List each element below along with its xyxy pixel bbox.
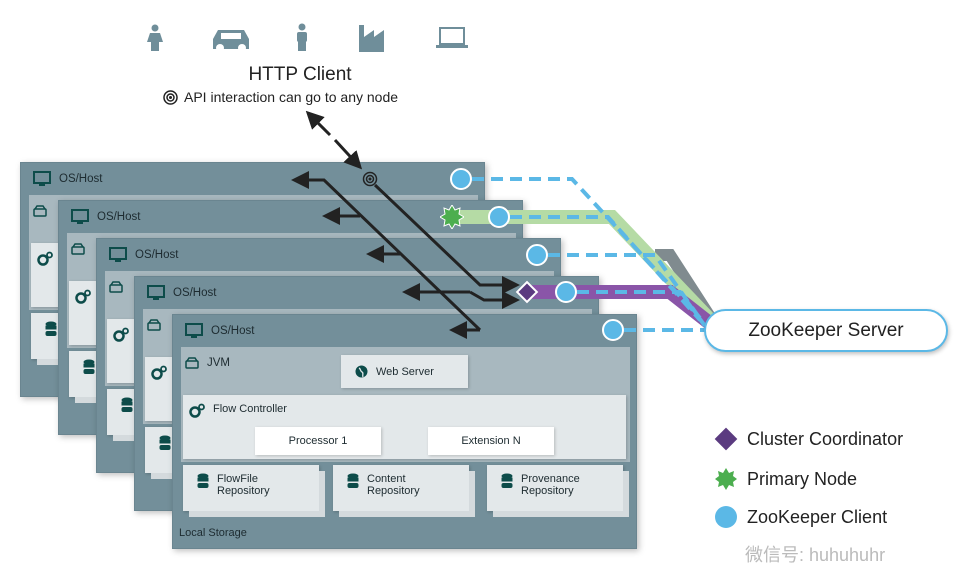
diamond-icon <box>714 427 738 451</box>
zookeeper-client-marker <box>488 206 510 228</box>
zk-link-1 <box>472 177 702 320</box>
zookeeper-server: ZooKeeper Server <box>704 309 948 352</box>
monitor-icon <box>147 285 165 300</box>
zk-link-2 <box>510 215 702 322</box>
host-header: OS/Host <box>71 209 140 225</box>
woman-icon <box>147 24 163 51</box>
api-note: API interaction can go to any node <box>163 89 398 106</box>
gears-icon <box>75 289 91 304</box>
drive-icon <box>109 281 123 293</box>
legend-cluster-coordinator: Cluster Coordinator <box>714 427 903 451</box>
api-arrow-up <box>305 110 332 137</box>
extension-box: Extension N <box>428 427 554 455</box>
processor-box: Processor 1 <box>255 427 381 455</box>
api-target-icon <box>362 171 378 192</box>
database-icon <box>121 397 133 412</box>
gears-icon <box>113 327 129 342</box>
database-icon <box>347 473 359 488</box>
man-icon <box>297 23 307 51</box>
globe-icon <box>355 365 368 378</box>
local-storage-label: Local Storage <box>179 527 247 539</box>
host-header: OS/Host <box>109 247 178 263</box>
monitor-icon <box>33 171 51 186</box>
primary-node-marker <box>439 204 465 234</box>
host-header: OS/Host <box>185 323 254 339</box>
factory-icon <box>359 25 384 52</box>
route-6 <box>469 290 520 309</box>
database-icon <box>197 473 209 488</box>
zookeeper-client-marker <box>602 319 624 341</box>
database-icon <box>45 321 57 336</box>
gears-icon <box>37 251 53 266</box>
star-icon <box>715 468 737 490</box>
drive-icon <box>33 205 47 217</box>
drive-icon <box>185 357 199 369</box>
car-icon <box>213 30 249 52</box>
database-icon <box>83 359 95 374</box>
database-icon <box>501 473 513 488</box>
laptop-icon <box>436 27 468 48</box>
monitor-icon <box>185 323 203 338</box>
host-node: OS/Host JVM Web Server Flow Controller P… <box>172 314 637 549</box>
gears-icon <box>189 403 205 418</box>
drive-icon <box>147 319 161 331</box>
target-icon <box>163 90 178 105</box>
api-arrow-down <box>333 138 363 170</box>
http-client-title: HTTP Client <box>248 64 352 85</box>
monitor-icon <box>71 209 89 224</box>
zookeeper-client-marker <box>450 168 472 190</box>
zookeeper-client-marker <box>526 244 548 266</box>
host-header: OS/Host <box>33 171 102 187</box>
database-icon <box>159 435 171 450</box>
zk-link-4 <box>577 290 707 328</box>
legend-primary-node: Primary Node <box>715 468 857 490</box>
client-icons <box>140 22 480 52</box>
host-header: OS/Host <box>147 285 216 301</box>
gears-icon <box>151 365 167 380</box>
legend-zookeeper-client: ZooKeeper Client <box>715 506 887 528</box>
monitor-icon <box>109 247 127 262</box>
circle-icon <box>715 506 737 528</box>
watermark: 微信号: huhuhuhr <box>745 545 886 565</box>
drive-icon <box>71 243 85 255</box>
web-server: Web Server <box>341 355 468 388</box>
zookeeper-client-marker <box>555 281 577 303</box>
zk-link-3 <box>548 253 705 325</box>
route-5 <box>373 183 520 294</box>
route-1b <box>291 171 482 332</box>
